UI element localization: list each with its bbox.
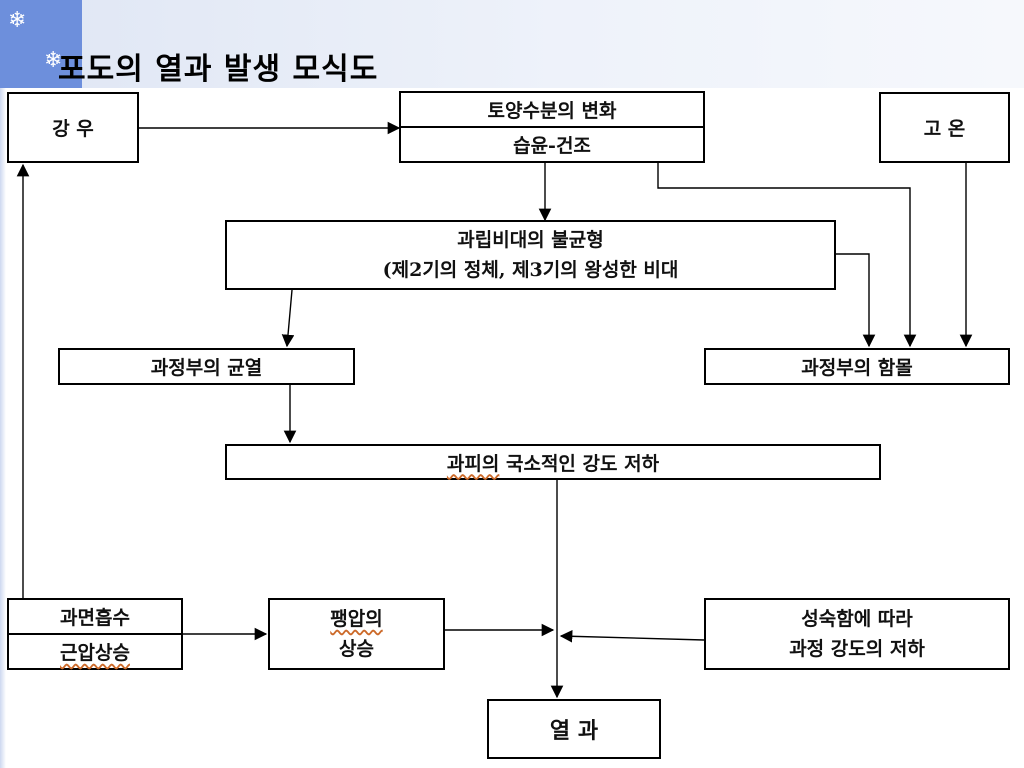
node-soil-moisture: 토양수분의 변화 습윤-건조 [399,91,705,163]
snowflake-icon: ❄ [8,8,27,33]
node-skin-strength-prefix: 과피의 [446,452,500,475]
node-result-label: 열 과 [549,718,599,744]
node-ripening-line1: 성숙함에 따라 [801,608,913,630]
node-rain: 강 우 [7,92,139,163]
node-skin-strength-rest: 국소적인 강도 저하 [499,452,660,475]
node-top-collapse-label: 과정부의 함몰 [801,357,913,379]
header-band [0,0,1024,88]
node-top-crack: 과정부의 균열 [58,348,355,385]
node-rain-label: 강 우 [52,118,94,140]
node-imbalance-line1: 과립비대의 불균형 [457,229,604,251]
node-top-collapse: 과정부의 함몰 [704,348,1010,385]
node-imbalance: 과립비대의 불균형 (제2기의 정체, 제3기의 왕성한 비대 [225,220,836,290]
node-root-pressure-top: 과면흡수 [9,600,181,635]
node-high-temp-label: 고 온 [923,118,966,140]
header-accent-stripe [0,0,82,88]
node-top-crack-label: 과정부의 균열 [150,357,263,379]
arrow-imbalance-to-collapse [835,253,876,348]
node-root-pressure-bottom-text: 근압상승 [60,642,130,664]
page-title: 포도의 열과 발생 모식도 [58,52,379,87]
node-imbalance-line2: (제2기의 정체, 제3기의 왕성한 비대 [382,259,679,281]
node-soil-moisture-top: 토양수분의 변화 [401,93,703,128]
node-root-pressure: 과면흡수 근압상승 [7,598,183,670]
node-swelling-line1: 팽압의 [330,608,383,630]
arrow-imbalance-to-crack [281,289,295,348]
node-swelling-line2: 상승 [339,638,374,660]
left-edge-gradient [0,88,6,768]
node-skin-strength: 과피의 국소적인 강도 저하 [225,444,881,480]
node-ripening: 성숙함에 따라 과정 강도의 저하 [704,598,1010,670]
node-root-pressure-bottom: 근압상승 [9,635,181,668]
node-ripening-line2: 과정 강도의 저하 [789,638,925,660]
node-result: 열 과 [487,699,661,759]
node-swelling: 팽압의 상승 [268,598,445,670]
arrow-soil-to-collapse [657,163,917,348]
snowflake-icon: ❄ [44,48,63,73]
arrow-ripening-to-result [559,630,705,643]
node-high-temp: 고 온 [879,92,1010,163]
node-soil-moisture-bottom: 습윤-건조 [513,135,591,157]
